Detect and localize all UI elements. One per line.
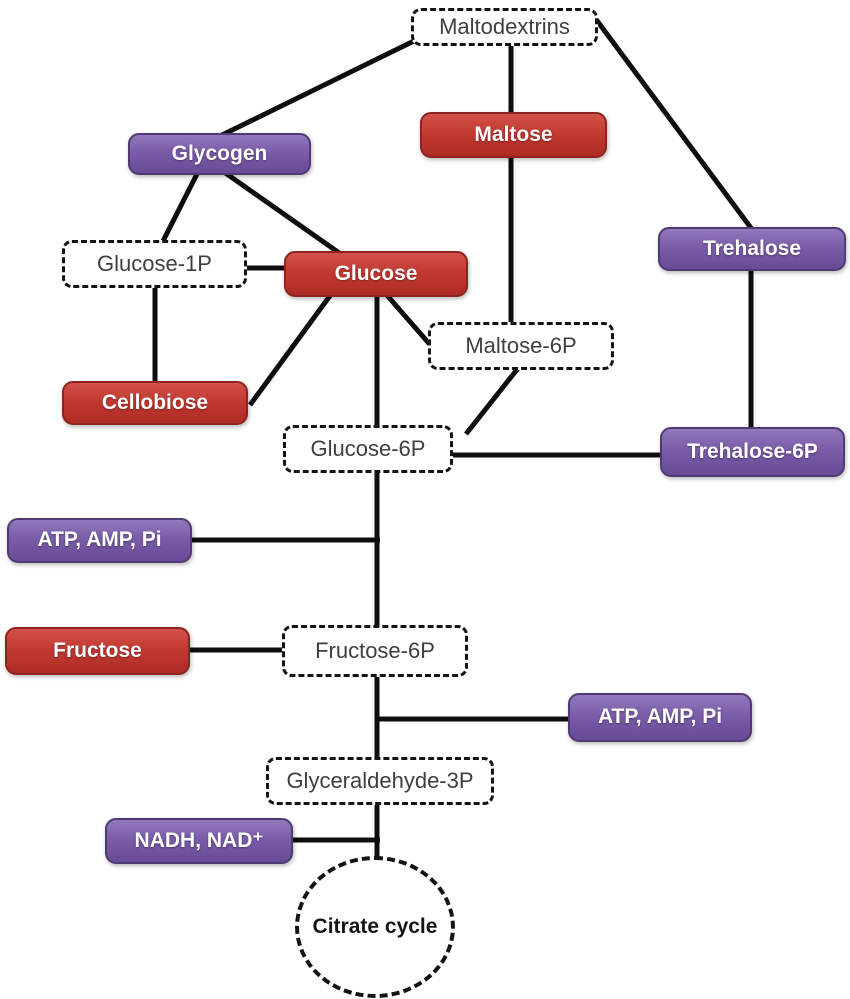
node-maltose: Maltose (420, 112, 607, 158)
node-citrate-cycle: Citrate cycle (295, 856, 455, 998)
node-label: NADH, NAD⁺ (134, 828, 264, 852)
node-label: Trehalose (702, 236, 802, 260)
edge-glucose-maltose6p (383, 291, 435, 350)
edge-glucose-cellobiose (247, 291, 335, 407)
node-label: Citrate cycle (312, 914, 438, 938)
node-glycogen: Glycogen (128, 133, 311, 175)
node-nadh-nad: NADH, NAD⁺ (105, 818, 293, 864)
node-label: Maltose (474, 122, 553, 146)
node-glyceraldehyde-3p: Glyceraldehyde-3P (266, 757, 494, 805)
node-label: Fructose (53, 638, 142, 662)
node-fructose-6p: Fructose-6P (282, 625, 468, 677)
edge-glycogen-glucose1p (158, 170, 201, 247)
node-label: Cellobiose (101, 390, 209, 414)
edge-maltodextrins-glycogen (218, 37, 418, 139)
node-atp-amp-pi-right: ATP, AMP, Pi (568, 693, 752, 742)
node-label: Fructose-6P (315, 638, 435, 664)
node-label: ATP, AMP, Pi (37, 528, 162, 552)
node-label: Glucose-6P (310, 436, 426, 462)
edge-maltose6p-glucose6p (464, 365, 521, 436)
node-trehalose: Trehalose (658, 227, 846, 271)
node-glucose-6p: Glucose-6P (283, 425, 453, 473)
node-maltose-6p: Maltose-6P (428, 322, 614, 370)
node-label: Glucose-1P (97, 251, 212, 277)
node-glucose: Glucose (284, 251, 468, 297)
node-atp-amp-pi-left: ATP, AMP, Pi (7, 518, 192, 563)
edge-maltodextrins-trehalose (592, 16, 757, 234)
node-trehalose-6p: Trehalose-6P (660, 427, 845, 477)
node-label: ATP, AMP, Pi (597, 705, 723, 729)
node-glucose-1p: Glucose-1P (62, 240, 247, 288)
node-maltodextrins: Maltodextrins (411, 8, 598, 46)
node-label: Glucose (334, 261, 418, 285)
node-fructose: Fructose (5, 627, 190, 675)
node-cellobiose: Cellobiose (62, 381, 248, 425)
node-label: Maltodextrins (439, 14, 570, 40)
node-label: Maltose-6P (465, 333, 577, 359)
edge-glycogen-glucose (222, 169, 347, 260)
node-label: Glycogen (171, 141, 268, 165)
node-label: Glyceraldehyde-3P (286, 768, 474, 794)
node-label: Trehalose-6P (687, 439, 818, 463)
